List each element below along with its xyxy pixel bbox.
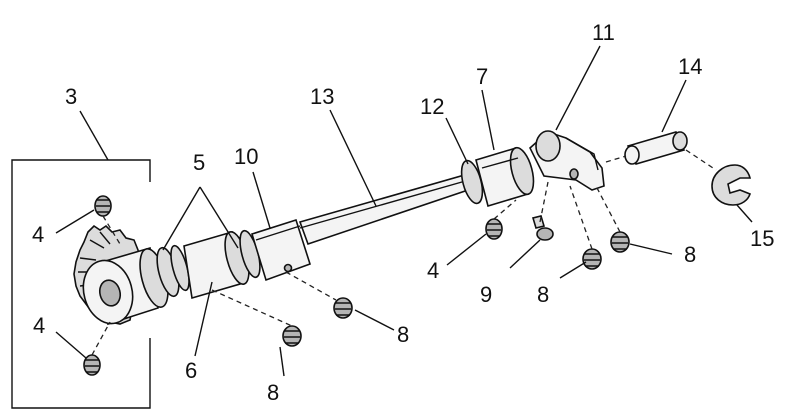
set-screw-4c: [485, 218, 503, 240]
set-screw-4a: [94, 195, 112, 217]
callout-6: 6: [185, 358, 197, 383]
callout-4a: 4: [32, 222, 44, 247]
callout-7: 7: [476, 64, 488, 89]
callout-5: 5: [193, 150, 205, 175]
assembly-lines: [91, 149, 717, 356]
group-bracket-3: [11, 159, 151, 409]
callout-8a: 8: [397, 322, 409, 347]
set-screw-4b: [83, 354, 101, 376]
callout-4c: 4: [427, 258, 439, 283]
callout-3: 3: [65, 84, 77, 109]
callout-13: 13: [310, 84, 334, 109]
coupling-10: [251, 218, 311, 282]
callout-11: 11: [592, 20, 615, 45]
callout-8c: 8: [537, 282, 549, 307]
set-screw-8a: [333, 297, 353, 319]
e-ring-15: [711, 164, 752, 206]
callout-8b: 8: [267, 380, 279, 405]
set-screw-8b: [282, 325, 302, 347]
leader-lines: [55, 45, 753, 377]
screw-9: [531, 215, 554, 241]
callout-10: 10: [234, 144, 258, 169]
callout-12: 12: [420, 94, 444, 119]
set-screw-8d: [610, 231, 630, 253]
callout-15: 15: [750, 226, 774, 251]
shaft-13: [298, 171, 482, 246]
callout-14: 14: [678, 54, 702, 79]
set-screw-8c: [582, 248, 602, 270]
leader-3: [79, 110, 109, 161]
callout-4b: 4: [33, 313, 45, 338]
callout-9: 9: [480, 282, 492, 307]
callout-8d: 8: [684, 242, 696, 267]
